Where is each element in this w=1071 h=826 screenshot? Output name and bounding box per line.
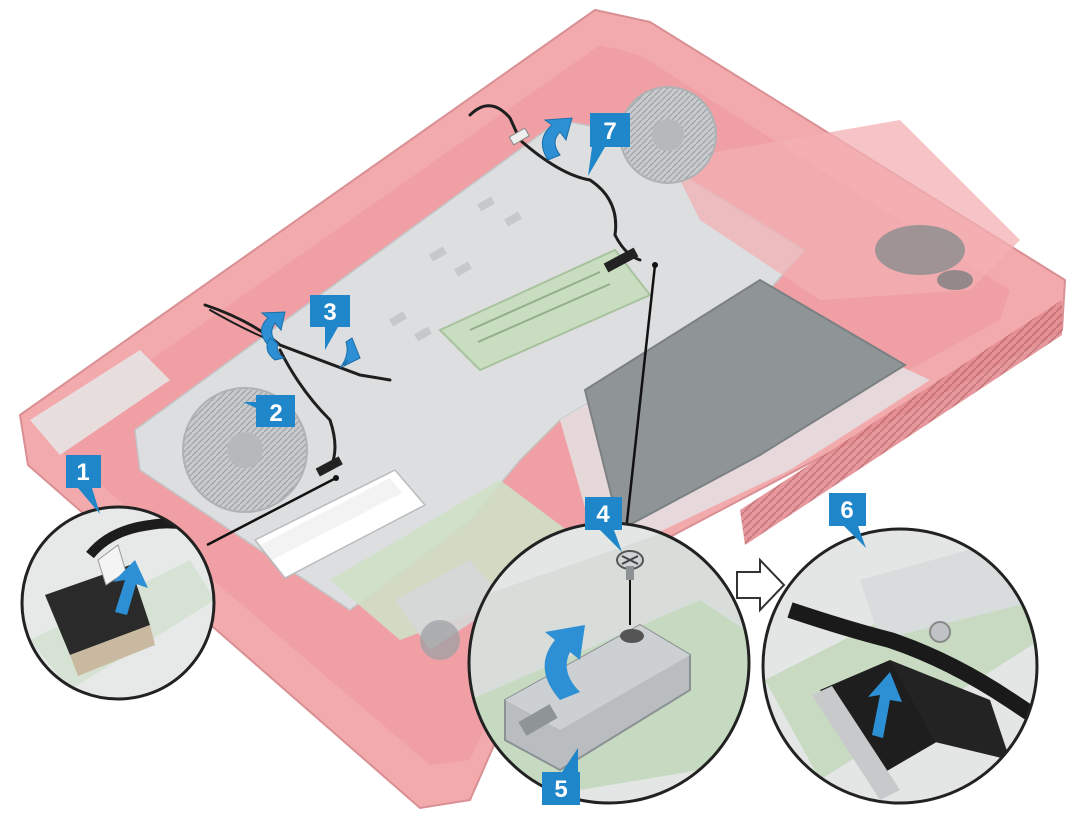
cable-connector-ssd — [315, 456, 343, 477]
cable-routing — [203, 104, 642, 470]
zoom-circle-4 — [467, 521, 751, 805]
display-cable-down — [278, 348, 337, 470]
ssd-label — [260, 478, 402, 560]
zoom6-lift-arrow — [868, 672, 902, 738]
leader-lines — [206, 264, 657, 547]
callout-3: 3 — [310, 295, 350, 350]
speaker-right-2 — [937, 270, 973, 290]
system-board — [330, 480, 580, 640]
chassis-vent-strip — [740, 300, 1062, 545]
zoom-circle-1 — [20, 505, 216, 701]
display-cable-left — [203, 303, 392, 382]
next-step-arrow — [736, 557, 786, 613]
wireless-cable-top — [468, 104, 642, 262]
callout-6: 6 — [829, 493, 866, 548]
callout-label-1: 1 — [76, 459, 89, 486]
callout-label-6: 6 — [840, 497, 853, 524]
zoom1-lift-arrow — [113, 560, 148, 615]
rotate-arrow-2b — [266, 337, 286, 361]
callout-2: 2 — [243, 395, 295, 427]
callout-label-5: 5 — [554, 776, 567, 803]
callout-7: 7 — [588, 113, 630, 176]
cable-connector-board — [603, 247, 639, 273]
port-circle — [420, 620, 460, 660]
laptop-chassis — [18, 8, 1067, 810]
zoom6-cable — [787, 602, 1037, 727]
metal-bracket-left — [30, 350, 170, 455]
callout-label-7: 7 — [603, 118, 616, 145]
callout-4: 4 — [585, 497, 622, 552]
leader-line-4 — [623, 264, 657, 541]
screw-icon — [616, 550, 644, 625]
memory-module — [438, 248, 652, 372]
callout-5: 5 — [542, 748, 580, 805]
metal-bracket-bottom — [395, 560, 505, 650]
rotate-arrow-3 — [339, 337, 361, 369]
callout-label-2: 2 — [269, 400, 282, 427]
cable-connector-top — [508, 127, 530, 146]
leader-line-1 — [206, 476, 337, 547]
callout-label-3: 3 — [323, 299, 336, 326]
zoom-circle-6 — [761, 527, 1039, 805]
lift-arrows — [260, 117, 573, 369]
callout-1: 1 — [66, 455, 101, 514]
rotate-arrow-2a — [260, 311, 286, 346]
zoom4-screw-hole — [620, 629, 644, 643]
rotate-arrow-7 — [541, 117, 573, 161]
speaker-right — [875, 225, 965, 275]
zoom4-lift-arrow — [544, 625, 585, 700]
callout-label-4: 4 — [596, 501, 610, 528]
